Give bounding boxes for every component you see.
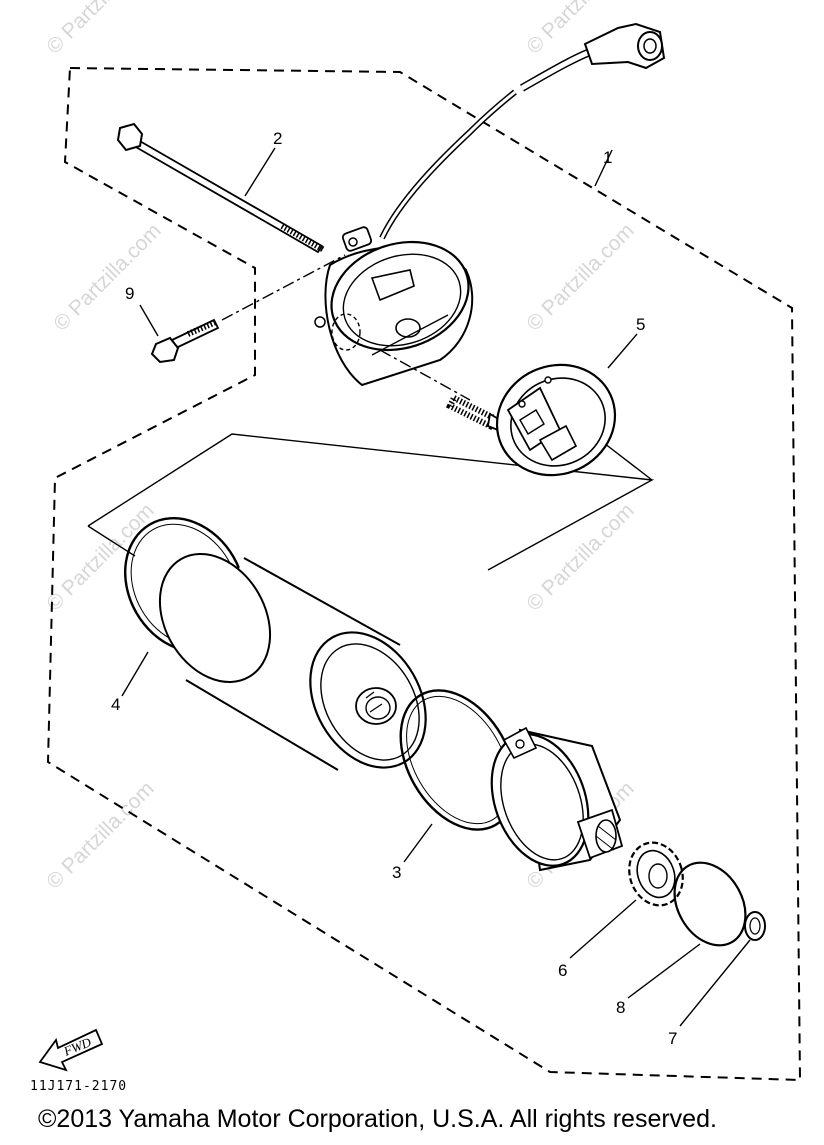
callout-6: 6 (558, 961, 567, 980)
front-cover (490, 726, 624, 872)
o-ring-part-8 (673, 861, 747, 947)
watermark-text: © Partzilla.com (522, 499, 638, 615)
callout-4: 4 (111, 695, 120, 714)
callout-leader (594, 149, 613, 187)
callout-leader (403, 823, 433, 863)
diagram-code: 11J171-2170 (30, 1079, 127, 1094)
watermark-text: © Partzilla.com (42, 499, 158, 615)
callout-8: 8 (616, 998, 625, 1017)
callout-2: 2 (273, 129, 282, 148)
lead-wire (379, 22, 666, 240)
forward-arrow-icon: FWD (38, 1028, 104, 1072)
brush-holder-part-5 (495, 363, 617, 477)
assembly-dash-line (221, 254, 346, 321)
pinion-gear-part-6 (628, 841, 684, 907)
callout-1: 1 (603, 148, 612, 167)
o-ring-inner (406, 695, 510, 825)
watermark-text: © Partzilla.com (42, 0, 158, 59)
rear-cover-housing-part-1 (314, 226, 474, 387)
yoke-motor-body (158, 553, 427, 771)
callout-leader (121, 651, 149, 697)
callout-leader (679, 939, 751, 1027)
callout-3: 3 (392, 863, 401, 882)
callout-7: 7 (668, 1029, 677, 1048)
assembly-dash-line (379, 349, 471, 401)
screw-part-9 (150, 318, 220, 364)
o-ring-part-3 (399, 689, 517, 831)
starter-motor-exploded-diagram: © Partzilla.com © Partzilla.com © Partzi… (30, 0, 802, 1094)
circlip-part-7 (744, 911, 766, 941)
callout-5: 5 (636, 315, 645, 334)
through-bolt-part-2 (116, 122, 326, 254)
copyright-notice: ©2013 Yamaha Motor Corporation, U.S.A. A… (38, 1105, 717, 1133)
callout-9: 9 (125, 284, 134, 303)
callout-leader (607, 333, 638, 369)
brush-screw (445, 393, 502, 432)
callout-leader (569, 899, 637, 959)
assembly-boundary (46, 66, 802, 1082)
callout-leader (139, 304, 159, 337)
watermark-text: © Partzilla.com (522, 219, 638, 335)
gasket-plane-outline (87, 433, 655, 571)
callout-leader (627, 943, 701, 999)
callout-leader (244, 147, 276, 197)
